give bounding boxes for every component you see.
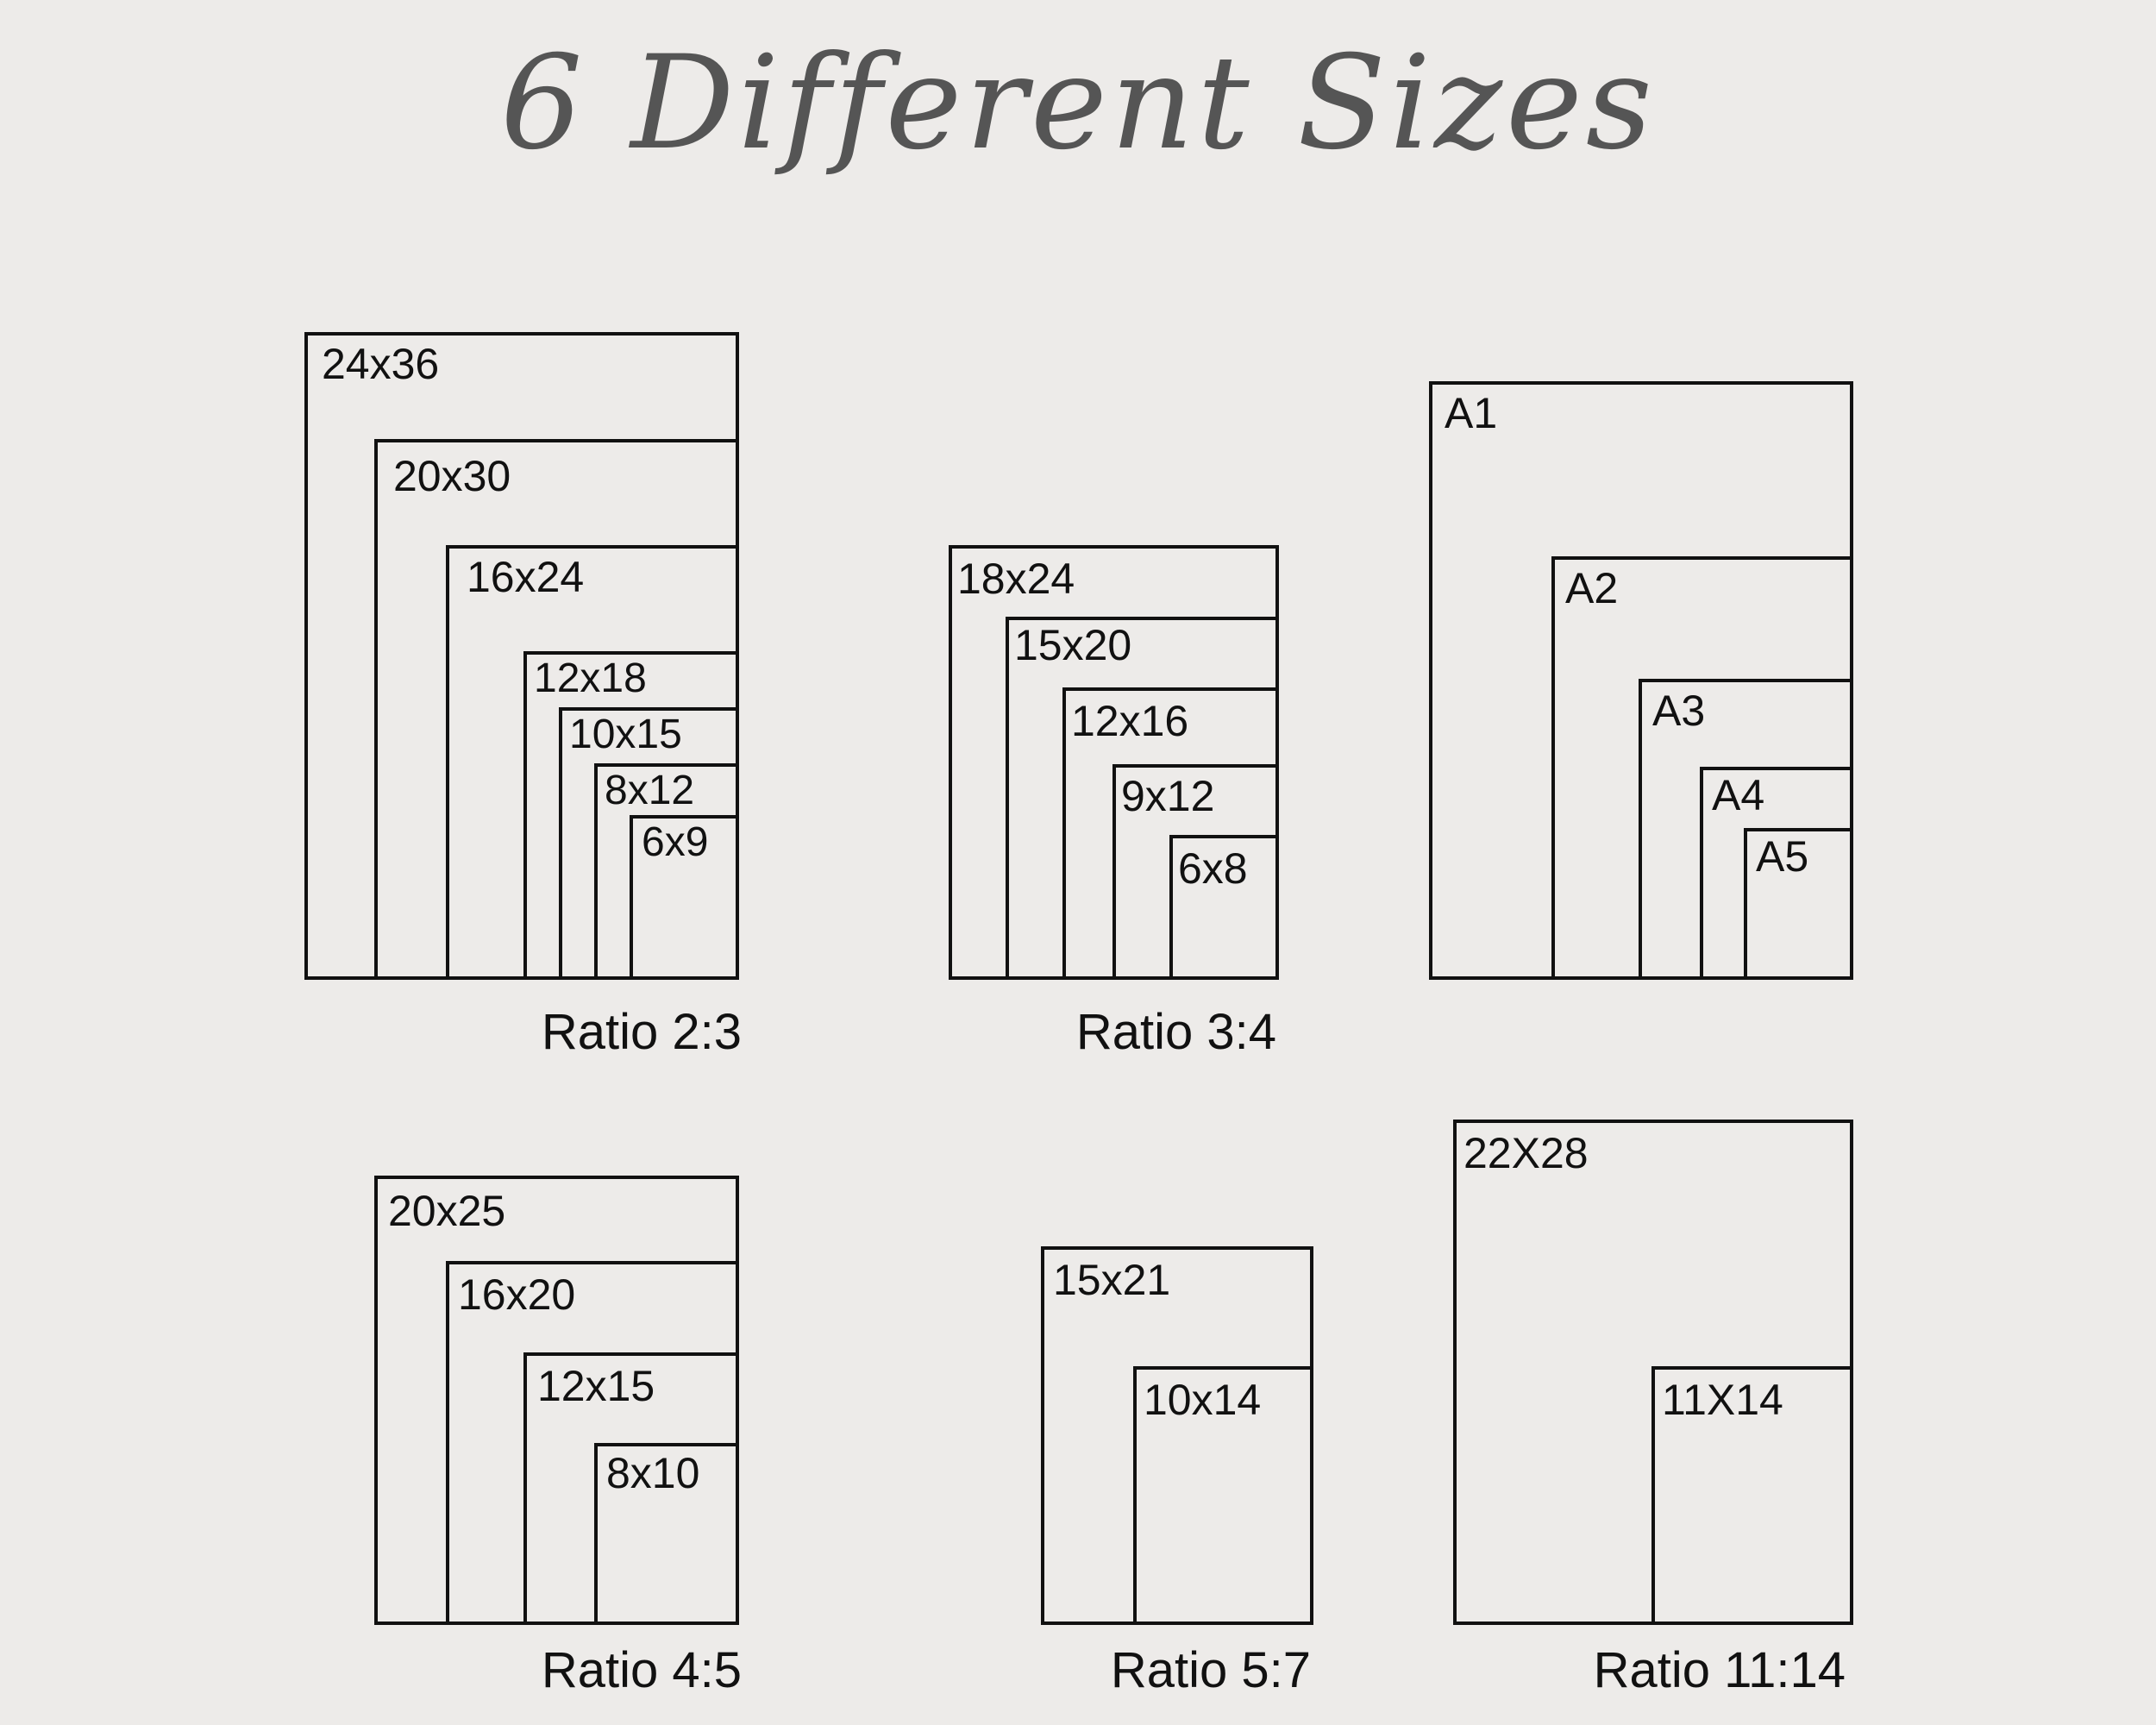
page-title: 6 Different Sizes	[500, 28, 1656, 179]
size-label: 6x9	[642, 819, 709, 865]
size-label: 16x20	[458, 1270, 576, 1319]
ratio-label: Ratio 4:5	[541, 1642, 742, 1698]
size-label: 8x10	[606, 1449, 700, 1497]
ratio-label: Ratio 5:7	[1110, 1642, 1311, 1698]
size-label: 8x12	[605, 768, 695, 813]
ratio-label: Ratio 3:4	[1075, 1004, 1276, 1060]
size-box: 6x9	[630, 815, 739, 980]
size-label: 20x30	[393, 452, 511, 500]
size-label: 10x14	[1144, 1376, 1262, 1424]
size-label: 15x21	[1053, 1256, 1171, 1304]
size-label: 6x8	[1178, 844, 1248, 893]
size-box: 6x8	[1169, 835, 1279, 980]
size-label: A2	[1565, 564, 1619, 612]
size-label: 20x25	[388, 1187, 506, 1235]
size-label: 18x24	[957, 555, 1075, 603]
size-label: 10x15	[569, 712, 682, 757]
size-label: A1	[1445, 389, 1498, 437]
size-box: 8x12	[594, 763, 739, 980]
size-label: 16x24	[467, 553, 585, 601]
size-box: 11X14	[1651, 1366, 1853, 1625]
size-label: 9x12	[1121, 772, 1215, 820]
size-label: A4	[1712, 771, 1765, 819]
size-label: A3	[1652, 687, 1706, 735]
size-label: 12x15	[537, 1362, 655, 1410]
size-box: 8x10	[594, 1443, 739, 1625]
size-label: 12x16	[1071, 697, 1189, 745]
size-label: 22X28	[1463, 1129, 1589, 1177]
size-label: 11X14	[1662, 1376, 1783, 1424]
size-label: 12x18	[534, 656, 647, 701]
size-box: 20x25	[374, 1176, 739, 1625]
ratio-label: Ratio 2:3	[541, 1004, 742, 1060]
size-box: 10x14	[1133, 1366, 1313, 1625]
size-label: A5	[1756, 832, 1809, 881]
size-label: 24x36	[322, 340, 440, 388]
ratio-label: Ratio 11:14	[1593, 1642, 1846, 1698]
size-label: 15x20	[1014, 621, 1132, 669]
size-box: A5	[1744, 828, 1853, 980]
